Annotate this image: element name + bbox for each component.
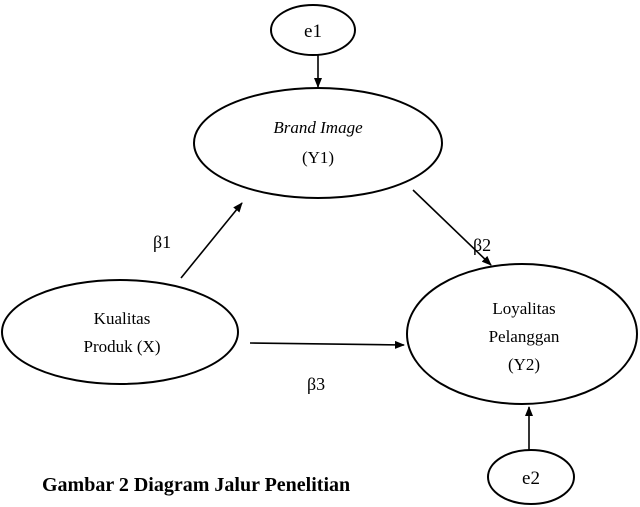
node-e1-label: e1 (304, 21, 322, 42)
node-brand-image: Brand Image (Y1) (193, 87, 443, 199)
node-kualitas-produk-line2: Produk (X) (84, 337, 161, 356)
figure-caption: Gambar 2 Diagram Jalur Penelitian (42, 474, 351, 496)
node-loyalitas-line3: (Y2) (508, 355, 540, 374)
node-brand-image-code: (Y1) (302, 148, 334, 167)
label-beta2: β2 (473, 235, 491, 255)
node-kualitas-produk: Kualitas Produk (X) (1, 279, 239, 385)
node-loyalitas-line1: Loyalitas (492, 299, 555, 318)
label-beta1: β1 (153, 232, 171, 252)
node-kualitas-produk-line1: Kualitas (94, 309, 151, 328)
node-loyalitas-pelanggan: Loyalitas Pelanggan (Y2) (406, 263, 638, 405)
node-loyalitas-line2: Pelanggan (489, 327, 560, 346)
arrow-beta2 (412, 189, 492, 266)
node-brand-image-title: Brand Image (273, 118, 363, 137)
node-e1: e1 (270, 4, 356, 56)
label-beta3: β3 (307, 374, 325, 394)
node-e2-label: e2 (522, 468, 540, 489)
arrow-beta3 (249, 340, 405, 349)
node-e2: e2 (487, 449, 575, 505)
arrow-beta1 (180, 202, 243, 279)
